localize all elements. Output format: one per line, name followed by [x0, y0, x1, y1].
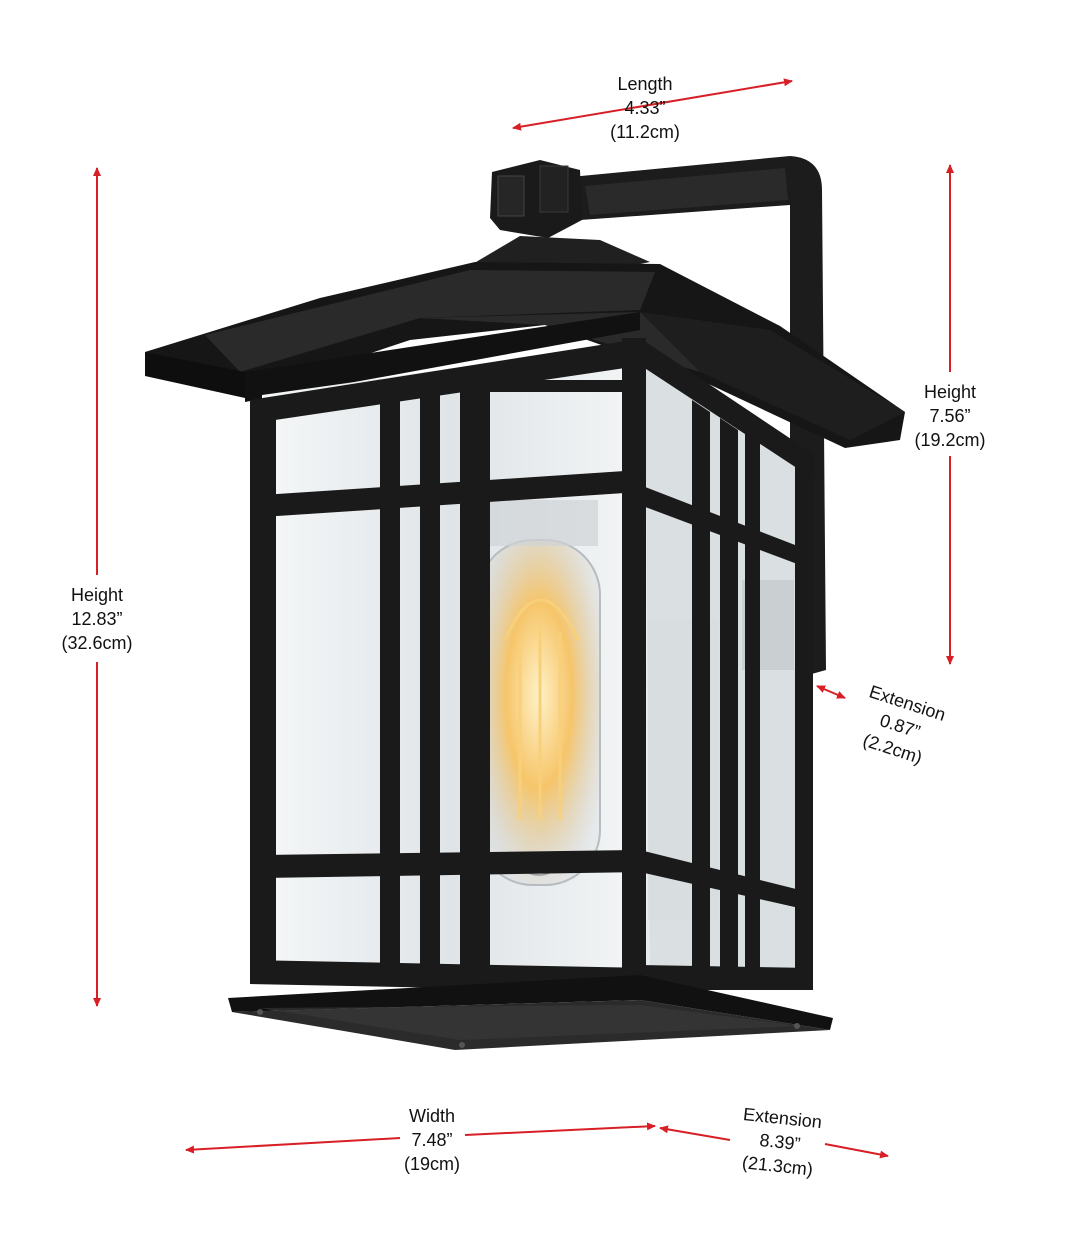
- extension-large-label: Extension 8.39” (21.3cm): [722, 1100, 839, 1183]
- height-backplate-inches: 7.56”: [929, 406, 971, 426]
- width-arrow-left: [185, 1137, 401, 1154]
- length-inches: 4.33”: [624, 98, 666, 118]
- length-title: Length: [617, 74, 673, 94]
- lantern-illustration: [145, 156, 905, 1050]
- height-total-cm: (32.6cm): [61, 633, 133, 653]
- height-backplate-label: Height 7.56” (19.2cm): [900, 380, 1000, 452]
- height-total-label: Height 12.83” (32.6cm): [47, 583, 147, 655]
- side-frame: [640, 338, 815, 990]
- width-cm: (19cm): [403, 1154, 460, 1174]
- height-backplate-title: Height: [923, 382, 977, 402]
- height-total-title: Height: [70, 585, 124, 605]
- extension-small-arrow: [816, 685, 846, 699]
- width-label: Width 7.48” (19cm): [382, 1104, 482, 1176]
- height-total-inches: 12.83”: [71, 609, 123, 629]
- dimension-arrows: [93, 78, 954, 1159]
- extension-large-arrow-right: [824, 1143, 889, 1159]
- extension-large-arrow-left: [659, 1125, 731, 1141]
- width-inches: 7.48”: [411, 1130, 453, 1150]
- length-label: Length 4.33” (11.2cm): [595, 72, 695, 144]
- front-frame: [250, 338, 646, 992]
- length-cm: (11.2cm): [610, 122, 680, 142]
- width-title: Width: [408, 1106, 455, 1126]
- width-arrow-right: [464, 1122, 656, 1136]
- height-backplate-cm: (19.2cm): [914, 430, 986, 450]
- base: [228, 975, 833, 1030]
- length-arrow: [512, 78, 793, 131]
